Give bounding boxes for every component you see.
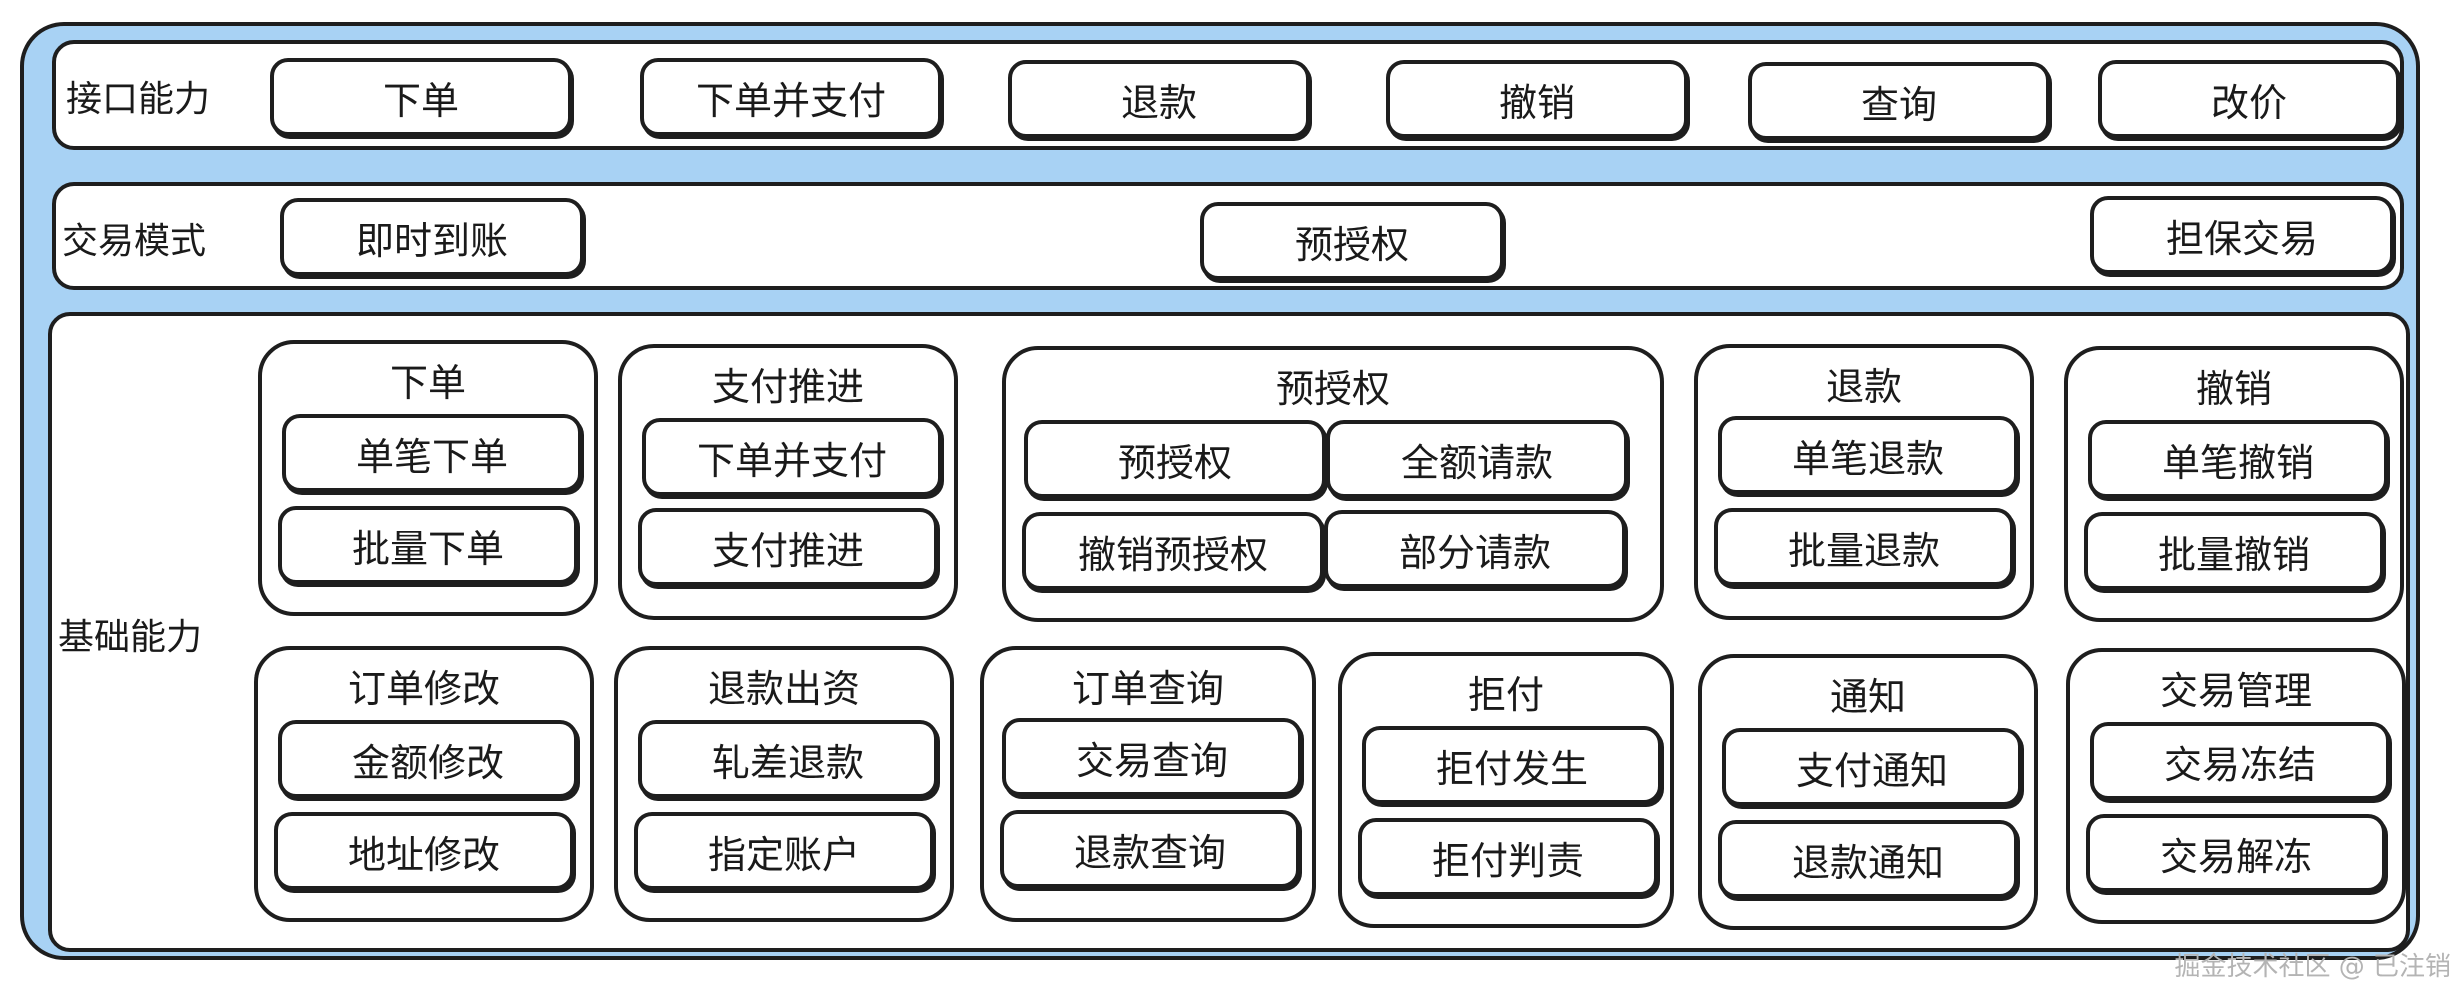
- group-item: 交易解冻: [2086, 814, 2386, 892]
- trade-instant: 即时到账: [280, 198, 584, 276]
- interface-refund: 退款: [1008, 60, 1310, 138]
- group-chargeback: 拒付 拒付发生 拒付判责: [1338, 652, 1674, 928]
- group-notify: 通知 支付通知 退款通知: [1698, 654, 2038, 930]
- trade-guarantee: 担保交易: [2090, 196, 2394, 274]
- group-item: 轧差退款: [638, 720, 938, 798]
- interface-query: 查询: [1748, 62, 2050, 140]
- group-item: 单笔退款: [1718, 416, 2018, 494]
- group-item: 退款通知: [1718, 820, 2018, 898]
- interface-cancel: 撤销: [1386, 60, 1688, 138]
- group-title: 拒付: [1467, 673, 1544, 717]
- interface-price-change: 改价: [2098, 60, 2400, 138]
- group-title: 预授权: [1275, 367, 1390, 411]
- group-title: 订单查询: [1071, 667, 1224, 711]
- trade-preauth: 预授权: [1200, 202, 1504, 280]
- group-item: 预授权: [1024, 420, 1326, 498]
- group-item: 退款查询: [1000, 810, 1300, 888]
- group-item: 下单并支付: [642, 418, 942, 496]
- watermark: 掘金技术社区 @ 已注销: [2174, 952, 2451, 982]
- interface-order-and-pay: 下单并支付: [640, 58, 942, 136]
- group-title: 退款出资: [707, 667, 860, 711]
- group-item: 部分请款: [1324, 510, 1626, 588]
- group-item: 支付推进: [638, 508, 938, 586]
- group-title: 通知: [1829, 675, 1906, 719]
- group-preauth: 预授权 预授权 全额请款 撤销预授权 部分请款: [1002, 346, 1664, 622]
- group-item: 地址修改: [274, 812, 574, 890]
- group-item: 撤销预授权: [1022, 512, 1324, 590]
- group-item: 批量撤销: [2084, 512, 2384, 590]
- group-title: 支付推进: [711, 365, 864, 409]
- group-title: 下单: [389, 361, 466, 405]
- group-item: 交易查询: [1002, 718, 1302, 796]
- group-item: 交易冻结: [2090, 722, 2390, 800]
- group-item: 支付通知: [1722, 728, 2022, 806]
- group-title: 订单修改: [347, 667, 500, 711]
- group-item: 单笔下单: [282, 414, 582, 492]
- trade-mode-label: 交易模式: [62, 221, 207, 262]
- group-title: 交易管理: [2159, 669, 2312, 713]
- group-item: 批量退款: [1714, 508, 2014, 586]
- group-item: 批量下单: [278, 506, 578, 584]
- group-title: 撤销: [2195, 367, 2272, 411]
- group-cancel: 撤销 单笔撤销 批量撤销: [2064, 346, 2404, 622]
- group-item: 金额修改: [278, 720, 578, 798]
- group-item: 拒付判责: [1358, 818, 1658, 896]
- group-order-modify: 订单修改 金额修改 地址修改: [254, 646, 594, 922]
- group-trade-manage: 交易管理 交易冻结 交易解冻: [2066, 648, 2406, 924]
- group-item: 单笔撤销: [2088, 420, 2388, 498]
- group-item: 全额请款: [1326, 420, 1628, 498]
- group-refund: 退款 单笔退款 批量退款: [1694, 344, 2034, 620]
- base-label: 基础能力: [58, 617, 203, 658]
- group-pay-advance: 支付推进 下单并支付 支付推进: [618, 344, 958, 620]
- group-refund-funding: 退款出资 轧差退款 指定账户: [614, 646, 954, 922]
- group-title: 退款: [1825, 365, 1902, 409]
- group-item: 拒付发生: [1362, 726, 1662, 804]
- interface-order: 下单: [270, 58, 572, 136]
- group-item: 指定账户: [634, 812, 934, 890]
- group-order-query: 订单查询 交易查询 退款查询: [980, 646, 1316, 922]
- group-order: 下单 单笔下单 批量下单: [258, 340, 598, 616]
- interface-label: 接口能力: [66, 79, 211, 120]
